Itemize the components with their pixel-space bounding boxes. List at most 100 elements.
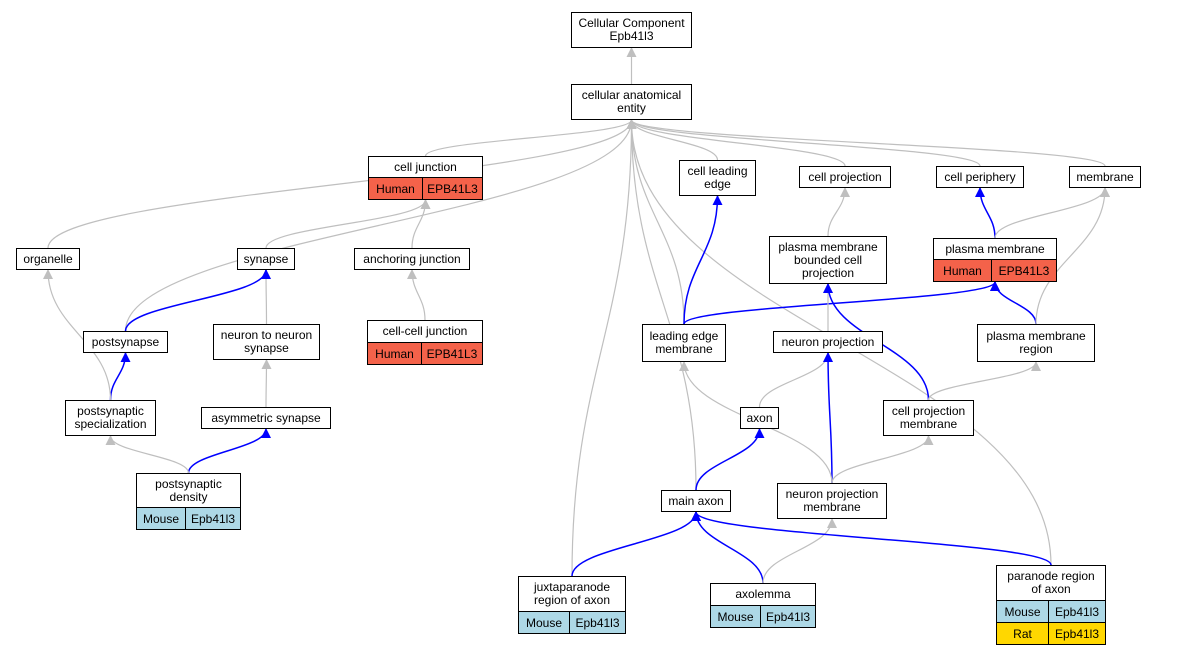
annotation-species: Mouse xyxy=(137,508,185,529)
node-label: neuron projection xyxy=(781,334,875,349)
node-label: synapse xyxy=(243,251,289,266)
edge-membrane-to-cae xyxy=(626,119,1106,167)
node-label: cell periphery xyxy=(944,169,1016,184)
edge-juxtaparanode-to-main-axon xyxy=(571,511,701,577)
node-membrane[interactable]: membrane xyxy=(1069,166,1141,188)
node-label: postsynaptic density xyxy=(155,476,222,504)
annotation-gene: EPB41L3 xyxy=(422,178,482,199)
edge-plasma-membrane-to-cell-periphery xyxy=(975,187,996,239)
edge-leading-edge-membrane-to-cell-leading-edge xyxy=(683,195,723,325)
annotation-species: Mouse xyxy=(997,601,1048,622)
annotation-species: Human xyxy=(934,260,991,281)
node-cell-periphery[interactable]: cell periphery xyxy=(936,166,1024,188)
node-label: asymmetric synapse xyxy=(211,410,321,425)
node-cp-membrane[interactable]: cell projection membrane xyxy=(883,400,974,436)
edge-paranode-to-main-axon xyxy=(691,511,1052,566)
edge-main-axon-to-axon xyxy=(695,428,765,491)
edge-postsyn-spec-to-postsynapse xyxy=(109,352,131,401)
node-label: cell-cell junction xyxy=(382,324,468,338)
node-label: cell projection membrane xyxy=(891,404,966,431)
node-postsynapse[interactable]: postsynapse xyxy=(83,331,168,353)
node-label: membrane xyxy=(1076,169,1134,184)
annotation-species: Human xyxy=(369,178,422,199)
edge-synapse-to-cell-junction xyxy=(265,199,431,249)
edge-organelle-to-cae xyxy=(47,119,637,249)
node-label: organelle xyxy=(23,251,73,266)
node-neuron-projection[interactable]: neuron projection xyxy=(773,331,883,353)
node-postsyn-spec[interactable]: postsynaptic specialization xyxy=(65,400,156,436)
node-root[interactable]: Cellular Component Epb41l3 xyxy=(571,12,692,48)
annotation-gene: Epb41l3 xyxy=(1048,601,1105,622)
node-axon[interactable]: axon xyxy=(740,407,779,429)
node-cell-leading-edge[interactable]: cell leading edge xyxy=(679,160,756,196)
edge-cell-projection-to-cae xyxy=(626,119,846,167)
edge-main-axon-to-cae xyxy=(626,119,697,491)
edge-juxtaparanode-to-cae xyxy=(571,119,637,577)
node-label: plasma membrane bounded cell projection xyxy=(778,239,878,280)
edge-pm-bounded-to-cell-projection xyxy=(827,187,850,237)
edge-leading-edge-membrane-to-plasma-membrane xyxy=(683,281,1000,325)
node-label: cellular anatomical entity xyxy=(581,88,682,115)
node-label: cell leading edge xyxy=(687,164,748,191)
node-label: leading edge membrane xyxy=(649,329,719,356)
edge-axolemma-to-main-axon xyxy=(691,511,764,584)
edge-pm-region-to-membrane xyxy=(1035,187,1110,325)
node-label: cell projection xyxy=(808,169,882,184)
node-np-membrane[interactable]: neuron projection membrane xyxy=(777,483,887,519)
edge-leading-edge-membrane-to-cae xyxy=(626,119,685,325)
node-label: plasma membrane region xyxy=(986,329,1086,356)
node-label: axolemma xyxy=(735,587,791,601)
node-label: juxtaparanode region of axon xyxy=(533,580,611,607)
node-label: plasma membrane xyxy=(945,241,1045,256)
node-label: postsynaptic specialization xyxy=(74,404,147,431)
annotation-gene: Epb41l3 xyxy=(760,606,815,627)
edge-np-membrane-to-cp-membrane xyxy=(831,435,934,484)
edge-postsynapse-to-cae xyxy=(124,119,637,332)
node-label: cell junction xyxy=(394,159,457,174)
annotation-species: Mouse xyxy=(711,606,760,627)
node-label: paranode region of axon xyxy=(1007,569,1095,596)
annotation-species: Rat xyxy=(997,623,1048,644)
node-n2n-synapse[interactable]: neuron to neuron synapse xyxy=(213,324,320,360)
edge-np-membrane-to-neuron-projection xyxy=(823,352,834,484)
node-organelle[interactable]: organelle xyxy=(16,248,80,270)
annotation-gene: Epb41l3 xyxy=(185,508,240,529)
node-leading-edge-membrane[interactable]: leading edge membrane xyxy=(642,324,726,362)
node-pm-bounded[interactable]: plasma membrane bounded cell projection xyxy=(769,236,887,284)
edge-psd-to-asym-synapse xyxy=(187,428,271,474)
node-synapse[interactable]: synapse xyxy=(237,248,295,270)
annotation-species: Human xyxy=(368,343,421,364)
edge-pm-region-to-plasma-membrane xyxy=(990,281,1037,325)
node-cell-projection[interactable]: cell projection xyxy=(799,166,891,188)
node-anchoring-junction[interactable]: anchoring junction xyxy=(354,248,470,270)
node-main-axon[interactable]: main axon xyxy=(661,490,731,512)
edge-n2n-synapse-to-synapse xyxy=(261,269,272,325)
node-pm-region[interactable]: plasma membrane region xyxy=(977,324,1095,362)
node-label: postsynapse xyxy=(91,334,160,349)
node-label: main axon xyxy=(668,493,724,508)
edge-plasma-membrane-to-membrane xyxy=(994,187,1110,239)
edge-postsynapse-to-synapse xyxy=(124,269,271,332)
node-label: anchoring junction xyxy=(363,251,461,266)
node-label: Cellular Component Epb41l3 xyxy=(578,16,685,43)
edge-cc-junction-to-anchoring-junction xyxy=(407,269,426,321)
annotation-gene: EPB41L3 xyxy=(421,343,482,364)
edge-asym-synapse-to-n2n-synapse xyxy=(261,359,272,408)
node-asym-synapse[interactable]: asymmetric synapse xyxy=(201,407,331,429)
node-label: neuron projection membrane xyxy=(785,487,879,514)
node-cae[interactable]: cellular anatomical entity xyxy=(571,84,692,120)
